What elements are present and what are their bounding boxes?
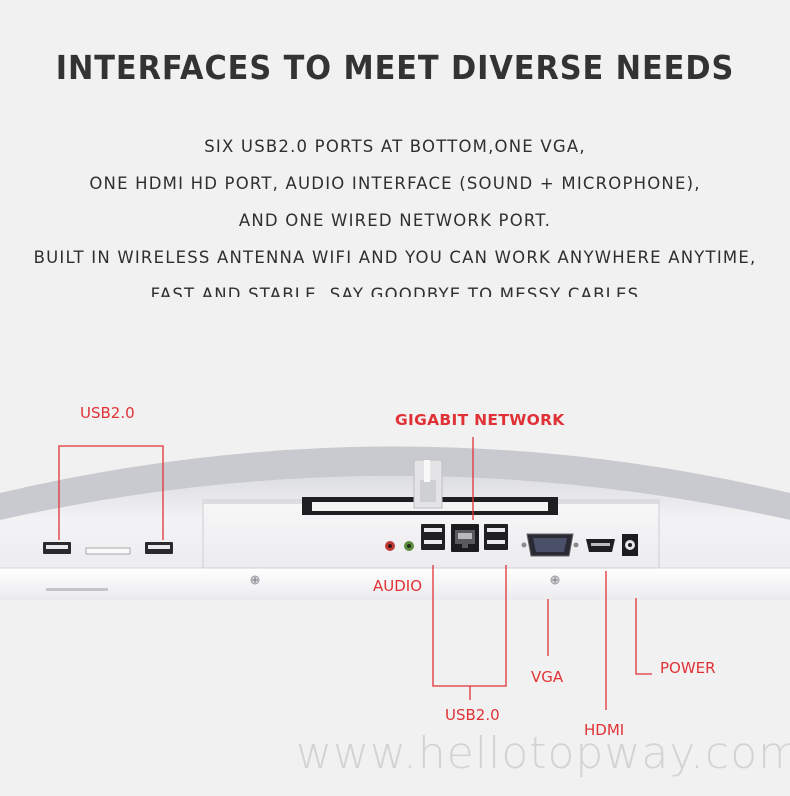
usb-rear-label: USB2.0	[445, 706, 500, 724]
usb-side-label: USB2.0	[80, 404, 135, 422]
vga-label: VGA	[531, 668, 564, 686]
description-line: FAST AND STABLE, SAY GOODBYE TO MESSY CA…	[150, 285, 640, 297]
power-label: POWER	[660, 659, 716, 677]
description-line: SIX USB2.0 PORTS AT BOTTOM,ONE VGA,	[204, 137, 586, 156]
feature-description: SIX USB2.0 PORTS AT BOTTOM,ONE VGA, ONE …	[0, 132, 790, 297]
description-line: AND ONE WIRED NETWORK PORT.	[238, 211, 552, 230]
page-title: INTERFACES TO MEET DIVERSE NEEDS	[55, 48, 735, 87]
side-usb-port-right	[145, 542, 173, 554]
gigabit-network-label: GIGABIT NETWORK	[395, 411, 565, 429]
side-usb-port-left	[43, 542, 71, 554]
description-line: BUILT IN WIRELESS ANTENNA WIFI AND YOU C…	[33, 248, 757, 267]
description-line: ONE HDMI HD PORT, AUDIO INTERFACE (SOUND…	[89, 174, 701, 193]
hdmi-label: HDMI	[584, 721, 625, 739]
audio-label: AUDIO	[373, 577, 423, 595]
watermark: www.hellotopway.com	[296, 728, 790, 779]
